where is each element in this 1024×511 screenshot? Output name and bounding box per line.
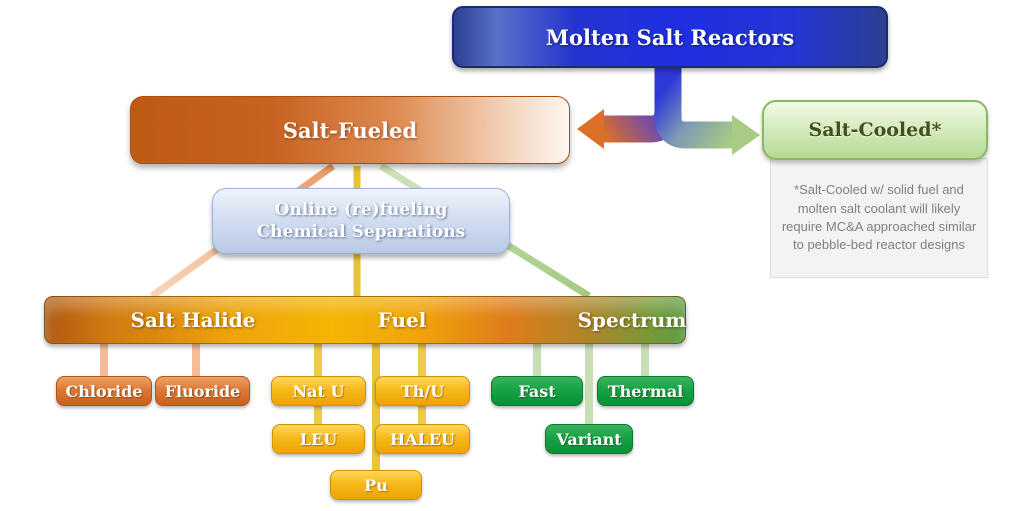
category-fuel: Fuel	[377, 308, 427, 332]
leaf-node-chloride: Chloride	[56, 376, 152, 406]
nat-u-label: Nat U	[292, 381, 345, 401]
chloride-label: Chloride	[65, 381, 143, 401]
root-node-molten-salt-reactors: Molten Salt Reactors	[452, 6, 888, 68]
thermal-label: Thermal	[607, 381, 684, 401]
leu-label: LEU	[299, 429, 338, 449]
process-node-online-refueling: Online (re)fueling Chemical Separations	[212, 188, 510, 254]
th-u-label: Th/U	[400, 381, 445, 401]
haleu-label: HALEU	[390, 429, 455, 449]
branch-node-salt-fueled: Salt-Fueled	[130, 96, 570, 164]
variant-label: Variant	[556, 429, 622, 449]
pu-label: Pu	[364, 475, 388, 495]
leaf-node-pu: Pu	[330, 470, 422, 500]
leaf-node-th-u: Th/U	[375, 376, 470, 406]
category-spectrum: Spectrum	[577, 308, 687, 332]
leaf-node-thermal: Thermal	[597, 376, 694, 406]
category-bar: Salt Halide Fuel Spectrum	[44, 296, 686, 344]
root-node-label: Molten Salt Reactors	[545, 24, 795, 50]
salt-fueled-label: Salt-Fueled	[282, 117, 418, 143]
salt-cooled-note-text: *Salt-Cooled w/ solid fuel and molten sa…	[781, 182, 977, 253]
fluoride-label: Fluoride	[164, 381, 241, 401]
process-line1: Online (re)fueling	[274, 199, 448, 220]
arrowhead-left-icon	[577, 109, 604, 149]
arrowhead-right-icon	[732, 115, 760, 155]
salt-cooled-label: Salt-Cooled*	[808, 119, 942, 141]
leaf-node-leu: LEU	[272, 424, 365, 454]
fast-label: Fast	[518, 381, 556, 401]
branch-node-salt-cooled: Salt-Cooled*	[762, 100, 988, 160]
leaf-node-nat-u: Nat U	[271, 376, 366, 406]
process-line2: Chemical Separations	[256, 222, 466, 242]
leaf-node-haleu: HALEU	[375, 424, 470, 454]
arrow-to-salt-fueled	[604, 66, 682, 143]
salt-cooled-note: *Salt-Cooled w/ solid fuel and molten sa…	[770, 158, 988, 278]
leaf-node-fluoride: Fluoride	[155, 376, 250, 406]
category-salt-halide: Salt Halide	[130, 308, 256, 332]
arrow-to-salt-cooled	[654, 66, 732, 149]
leaf-node-fast: Fast	[491, 376, 583, 406]
leaf-node-variant: Variant	[545, 424, 633, 454]
